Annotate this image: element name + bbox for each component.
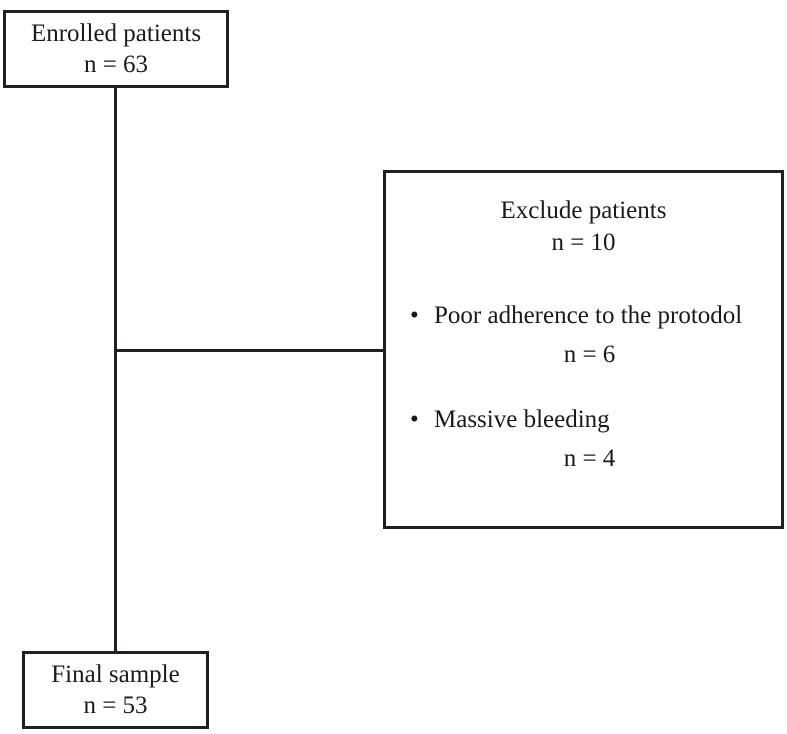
list-item: • Poor adherence to the protodol n = 6 — [398, 300, 769, 370]
excluded-patients-title: Exclude patients — [500, 197, 667, 224]
exclusion-reason-count: n = 4 — [563, 445, 616, 472]
excluded-patients-count: n = 10 — [551, 228, 616, 256]
list-item: • Massive bleeding n = 4 — [398, 404, 769, 474]
exclusion-reason-list: • Poor adherence to the protodol n = 6 •… — [398, 258, 769, 474]
enrolled-patients-count: n = 63 — [83, 51, 149, 78]
enrolled-patients-title: Enrolled patients — [30, 20, 202, 47]
final-sample-count: n = 53 — [83, 692, 148, 719]
exclusion-reason-text: Poor adherence to the protodol — [434, 302, 743, 329]
excluded-patients-header: Exclude patients n = 10 — [398, 195, 769, 258]
excluded-patients-box: Exclude patients n = 10 • Poor adherence… — [383, 170, 784, 529]
vertical-connector-line — [114, 87, 117, 653]
enrolled-patients-box: Enrolled patients n = 63 — [3, 10, 229, 88]
bullet-icon: • — [410, 302, 419, 329]
bullet-icon: • — [410, 406, 419, 433]
exclusion-reason-text: Massive bleeding — [434, 406, 610, 433]
final-sample-title: Final sample — [51, 661, 180, 688]
final-sample-box: Final sample n = 53 — [22, 651, 209, 729]
exclusion-reason-count: n = 6 — [563, 341, 616, 368]
horizontal-connector-line — [114, 349, 385, 352]
